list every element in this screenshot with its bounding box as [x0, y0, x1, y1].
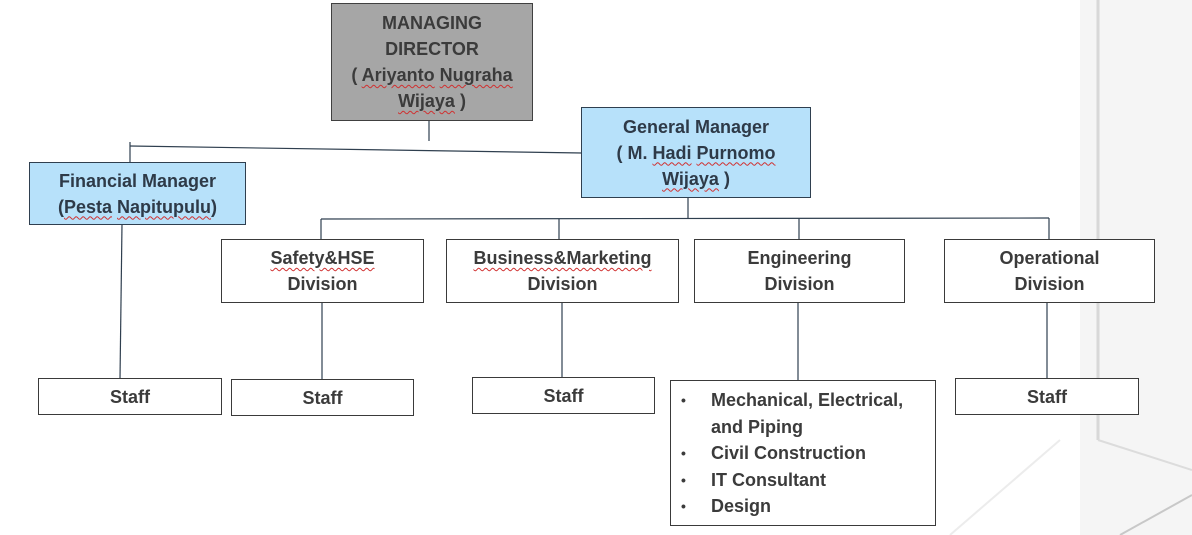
- bullet-icon: •: [681, 392, 686, 408]
- division-operational[interactable]: Operational Division: [944, 239, 1155, 303]
- paren-open: (: [57, 196, 64, 217]
- division-title: Operational: [999, 248, 1100, 268]
- connector-finance-staff: [119, 223, 123, 380]
- general-manager-box[interactable]: General Manager ( M. Hadi Purnomo Wijaya…: [581, 107, 811, 198]
- list-item: • IT Consultant: [681, 467, 903, 494]
- name-mid: Purnomo: [696, 142, 776, 163]
- bullet-icon: •: [681, 498, 686, 514]
- financial-manager-box[interactable]: Financial Manager (Pesta Napitupulu): [29, 162, 246, 225]
- name-last: Napitupulu: [117, 196, 212, 217]
- managing-director-name: ( Ariyanto Nugraha: [351, 62, 512, 88]
- bullet-icon: •: [681, 471, 686, 488]
- division-business-marketing[interactable]: Business&Marketing Division: [446, 239, 679, 303]
- engineering-units-list: • Mechanical, Electrical, and Piping • Civ…: [681, 387, 903, 520]
- name-first: Ariyanto: [361, 65, 435, 85]
- division-title: Business&Marketing: [473, 248, 652, 268]
- name-last: Wijaya: [398, 91, 455, 111]
- connector-division-bus: [320, 217, 1050, 220]
- staff-box-operational[interactable]: Staff: [955, 378, 1139, 415]
- division-title: Engineering: [747, 248, 852, 268]
- division-subtitle: Division: [764, 274, 835, 294]
- list-item-text: Mechanical, Electrical,: [711, 390, 904, 410]
- engineering-units-box[interactable]: • Mechanical, Electrical, and Piping • Civ…: [670, 380, 936, 526]
- division-engineering[interactable]: Engineering Division: [694, 239, 905, 303]
- financial-manager-title: Financial Manager: [58, 170, 217, 191]
- name-first: Hadi: [652, 142, 692, 163]
- list-item-text: and Piping: [711, 416, 803, 437]
- staff-label: Staff: [543, 385, 584, 406]
- bullet-icon: •: [681, 445, 686, 461]
- paren-open: (: [351, 65, 362, 85]
- division-safety-hse[interactable]: Safety&HSE Division: [221, 239, 424, 303]
- managing-director-box[interactable]: MANAGING DIRECTOR ( Ariyanto Nugraha Wij…: [331, 3, 533, 121]
- paren-close: ): [211, 196, 218, 217]
- name-last: Wijaya: [662, 168, 719, 189]
- staff-label: Staff: [1027, 386, 1067, 407]
- staff-label: Staff: [110, 386, 150, 407]
- paren-close: ): [454, 91, 466, 111]
- name-mid: Nugraha: [439, 65, 513, 85]
- managing-director-title-line2: DIRECTOR: [385, 39, 479, 59]
- managing-director-title-line1: MANAGING: [382, 13, 482, 33]
- general-manager-name: ( M. Hadi Purnomo: [616, 140, 775, 166]
- division-subtitle: Division: [527, 274, 598, 294]
- connector-gm-finance: [129, 145, 583, 154]
- list-item-text: Civil Construction: [711, 443, 867, 463]
- division-subtitle: Division: [1014, 274, 1085, 294]
- staff-box-business[interactable]: Staff: [472, 377, 655, 414]
- list-item-text: Design: [711, 496, 772, 516]
- staff-label: Staff: [302, 387, 343, 408]
- division-subtitle: Division: [287, 274, 358, 294]
- division-title: Safety&HSE: [270, 248, 375, 268]
- general-manager-title: General Manager: [622, 116, 770, 137]
- list-item-text: IT Consultant: [711, 469, 826, 490]
- managing-director-name-cont: Wijaya ): [398, 88, 466, 114]
- financial-manager-name: (Pesta Napitupulu): [58, 194, 217, 220]
- list-item: • Design: [681, 493, 903, 520]
- list-item-continuation: and Piping: [681, 414, 903, 441]
- list-item: • Civil Construction: [681, 440, 903, 467]
- paren-close: ): [718, 168, 730, 189]
- list-item: • Mechanical, Electrical,: [681, 387, 903, 414]
- staff-box-finance[interactable]: Staff: [38, 378, 222, 415]
- general-manager-name-cont: Wijaya ): [662, 166, 730, 192]
- name-first: Pesta: [63, 196, 113, 217]
- staff-box-safety[interactable]: Staff: [231, 379, 414, 416]
- paren-open: ( M.: [616, 142, 653, 163]
